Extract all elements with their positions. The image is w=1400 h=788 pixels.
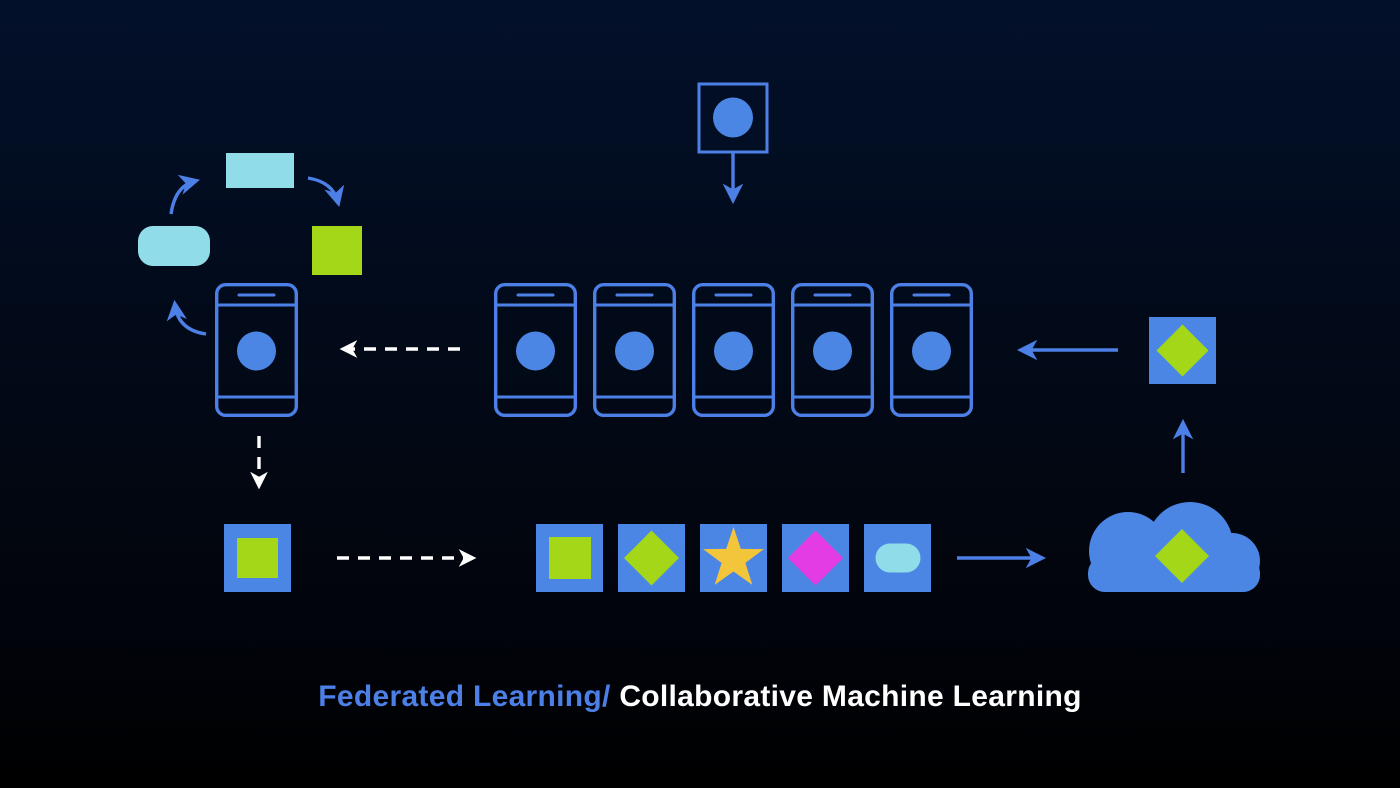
diamond-icon	[1156, 324, 1209, 377]
device-fleet-row	[494, 283, 973, 417]
aggregated-model-tile	[1149, 317, 1216, 384]
global-model-node	[697, 82, 769, 154]
loop-arrow-down-icon	[307, 176, 345, 207]
model-square-chip-icon	[312, 226, 362, 275]
pill-icon	[875, 543, 921, 573]
device-phone-4	[791, 283, 874, 417]
caption: Federated Learning/ Collaborative Machin…	[0, 676, 1400, 718]
update-tile-1	[536, 524, 603, 592]
square-icon	[549, 537, 591, 579]
update-tile-5	[864, 524, 931, 592]
aggregation-cloud	[1088, 502, 1260, 592]
local-update-tile	[224, 524, 291, 592]
training-device-phone	[214, 283, 298, 417]
caption-highlight: Federated Learning/	[318, 680, 611, 713]
device-phone-1	[494, 283, 577, 417]
cloud-diamond-icon	[1155, 529, 1209, 583]
device-phone-5	[890, 283, 973, 417]
square-icon	[237, 538, 278, 578]
model-circle-icon	[713, 97, 753, 138]
diamond-icon	[624, 530, 679, 586]
star-icon	[703, 527, 764, 585]
loop-arrow-up-icon	[169, 174, 200, 215]
caption-rest: Collaborative Machine Learning	[610, 680, 1082, 713]
loop-arrow-left-icon	[166, 299, 207, 336]
client-updates-row	[536, 524, 931, 592]
update-tile-4	[782, 524, 849, 592]
data-rect-chip-icon	[226, 153, 294, 188]
device-phone-2	[593, 283, 676, 417]
update-tile-2	[618, 524, 685, 592]
training-loop	[138, 153, 362, 336]
update-tile-3	[700, 524, 767, 592]
device-phone-3	[692, 283, 775, 417]
data-pill-chip-icon	[138, 226, 210, 266]
diamond-icon	[788, 530, 843, 586]
